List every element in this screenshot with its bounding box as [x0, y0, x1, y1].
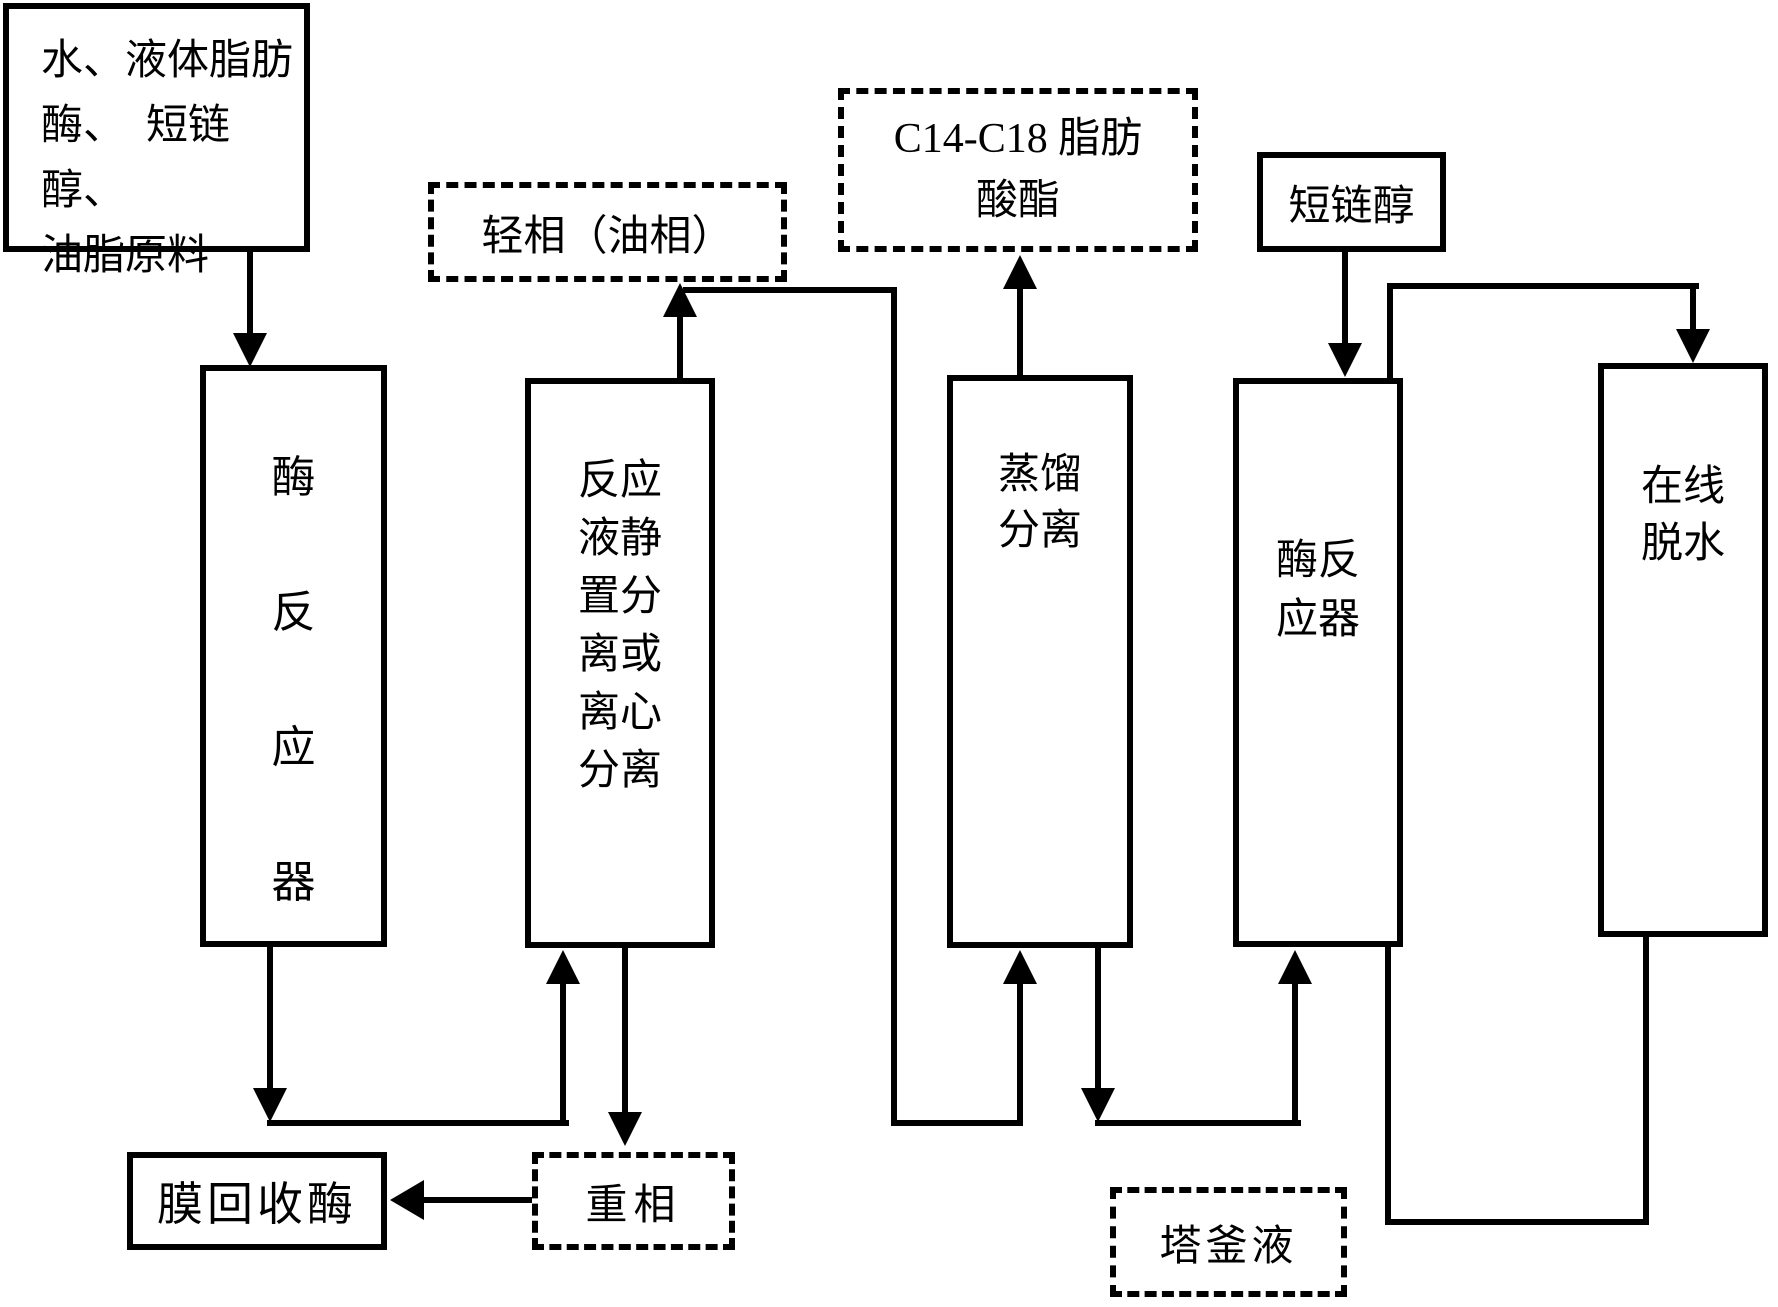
settling-separation-line: 分离 [531, 742, 709, 800]
enzyme-reactor2-line: 酶反 [1239, 532, 1397, 591]
raw-materials-line: 油脂原料 [41, 224, 304, 289]
flow-into-reactor2-line [1292, 982, 1298, 1122]
flow-alcohol-to-reactor2-line [1342, 252, 1348, 345]
raw-materials-box: 水、液体脂肪 酶、 短链醇、 油脂原料 [3, 3, 310, 252]
arrowhead-down-icon [233, 333, 267, 367]
flow-distillation-to-ester-line [1017, 289, 1023, 375]
online-dehydration-box: 在线 脱水 [1598, 363, 1768, 937]
c14-c18-ester-line: 酸酯 [976, 170, 1060, 232]
flow-lightphase-bottom-line [891, 1120, 1023, 1126]
arrowhead-down-icon [1081, 1088, 1115, 1122]
distillation-box: 蒸馏 分离 [947, 375, 1133, 948]
flow-separator-to-lightphase-line [677, 315, 683, 378]
raw-materials-line: 酶、 短链醇、 [41, 94, 304, 224]
light-phase-label: 轻相（油相） [481, 202, 733, 263]
flow-separator-to-heavyphase-line [622, 948, 628, 1114]
short-chain-alcohol-label: 短链醇 [1288, 172, 1414, 233]
arrowhead-left-icon [390, 1180, 424, 1220]
arrowhead-down-icon [608, 1112, 642, 1146]
settling-separation-line: 液静 [531, 510, 709, 568]
enzyme-reactor1-char: 酶 [272, 441, 316, 505]
arrowhead-up-icon [546, 950, 580, 984]
loop-dehydration-down-line [1643, 937, 1649, 1225]
distillation-line: 分离 [953, 503, 1127, 559]
arrowhead-up-icon [1278, 950, 1312, 984]
flow-lightphase-horizontal-line [683, 287, 897, 293]
flow-heavyphase-to-membrane-line [424, 1197, 532, 1203]
arrowhead-down-icon [253, 1088, 287, 1122]
membrane-recovery-label: 膜回收酶 [157, 1168, 357, 1234]
membrane-recovery-box: 膜回收酶 [127, 1152, 387, 1250]
flow-reactor2-to-dehydration-line [1387, 283, 1699, 289]
flow-raw-to-reactor1-line [247, 252, 253, 336]
flow-into-separator-line [560, 982, 566, 1122]
short-chain-alcohol-box: 短链醇 [1257, 152, 1446, 252]
flow-into-distillation-line [1017, 982, 1023, 1122]
flow-into-dehydration-line [1690, 289, 1696, 331]
online-dehydration-line: 脱水 [1604, 516, 1762, 573]
settling-separation-line: 离心 [531, 684, 709, 742]
arrowhead-up-icon [1003, 950, 1037, 984]
raw-materials-line: 水、液体脂肪 [41, 29, 304, 94]
column-bottoms-label: 塔釜液 [1159, 1212, 1297, 1273]
c14-c18-ester-box: C14-C18 脂肪 酸酯 [838, 88, 1198, 252]
loop-reactor2-down-line [1385, 947, 1391, 1225]
online-dehydration-line: 在线 [1604, 459, 1762, 516]
settling-separation-line: 反应 [531, 452, 709, 510]
distillation-line: 蒸馏 [953, 447, 1127, 503]
flow-lightphase-down-line [891, 287, 897, 1126]
flow-reactor1-to-separator-line [267, 1120, 569, 1126]
flow-reactor1-out-line [267, 947, 273, 1090]
flow-reactor2-up-line [1387, 283, 1393, 378]
arrowhead-down-icon [1676, 329, 1710, 363]
settling-separation-line: 离或 [531, 626, 709, 684]
flow-bottoms-out-line [1095, 948, 1101, 1090]
enzyme-reactor2-line: 应器 [1239, 591, 1397, 650]
arrowhead-down-icon [1328, 343, 1362, 377]
column-bottoms-box: 塔釜液 [1110, 1187, 1347, 1297]
arrowhead-up-icon [1003, 255, 1037, 289]
settling-separation-box: 反应 液静 置分 离或 离心 分离 [525, 378, 715, 948]
light-phase-box: 轻相（油相） [428, 182, 787, 282]
settling-separation-line: 置分 [531, 568, 709, 626]
c14-c18-ester-line: C14-C18 脂肪 [894, 108, 1143, 170]
enzyme-reactor1-char: 器 [272, 846, 316, 910]
enzyme-reactor2-box: 酶反 应器 [1233, 378, 1403, 947]
heavy-phase-label: 重相 [585, 1171, 681, 1232]
heavy-phase-box: 重相 [532, 1152, 735, 1250]
enzyme-reactor1-char: 反 [272, 576, 316, 640]
enzyme-reactor1-char: 应 [272, 711, 316, 775]
loop-bottom-line [1385, 1219, 1649, 1225]
flow-bottoms-horizontal-line [1095, 1120, 1301, 1126]
enzyme-reactor1-box: 酶 反 应 器 [200, 365, 387, 947]
